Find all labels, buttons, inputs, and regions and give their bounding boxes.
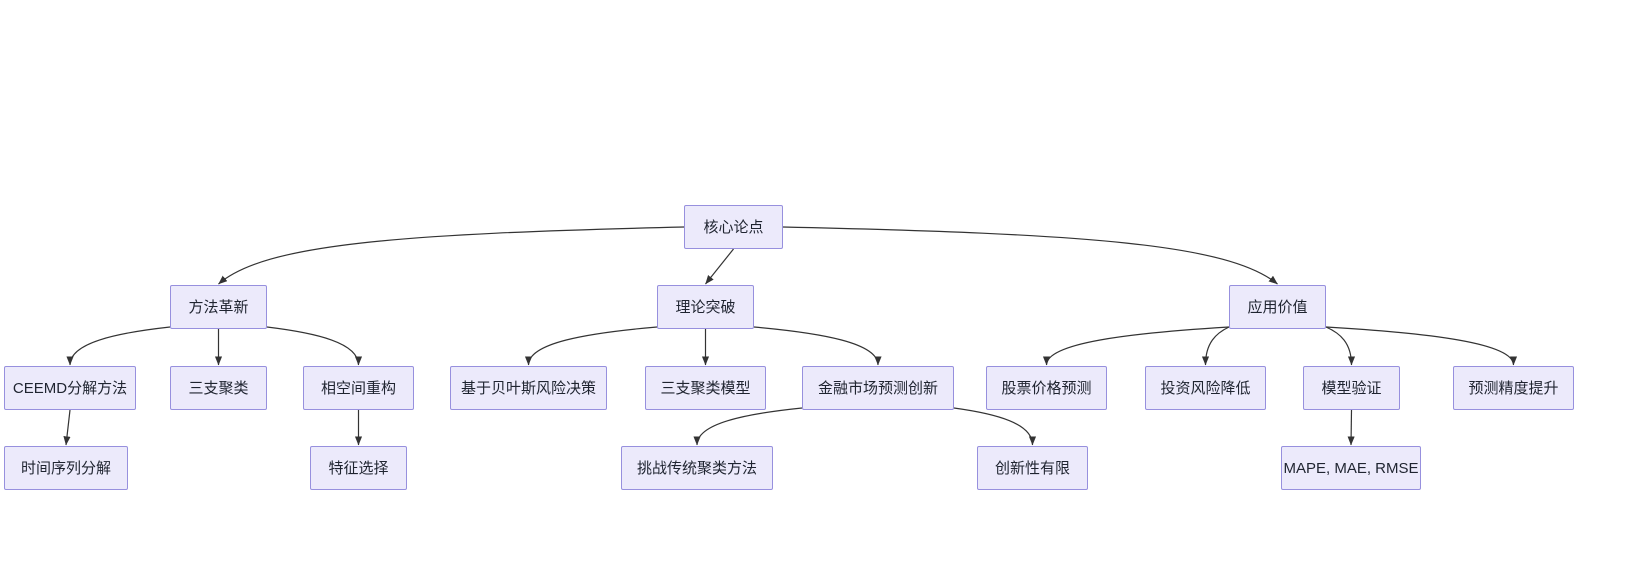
node-label: 金融市场预测创新 xyxy=(817,379,938,397)
node-label: 创新性有限 xyxy=(994,459,1070,477)
node-n3a[interactable]: CEEMD分解方法 xyxy=(4,366,136,410)
node-label: 时间序列分解 xyxy=(20,459,111,477)
node-n3f[interactable]: 金融市场预测创新 xyxy=(802,366,954,410)
node-label: 股票价格预测 xyxy=(1001,379,1092,397)
node-n4e[interactable]: MAPE, MAE, RMSE xyxy=(1281,446,1421,490)
node-n2a[interactable]: 方法革新 xyxy=(170,285,267,329)
node-n3e[interactable]: 三支聚类模型 xyxy=(645,366,766,410)
node-label: 挑战传统聚类方法 xyxy=(636,459,757,477)
node-n4b[interactable]: 特征选择 xyxy=(310,446,407,490)
node-label: CEEMD分解方法 xyxy=(12,379,128,397)
node-label: 相空间重构 xyxy=(320,379,396,397)
node-n3i[interactable]: 模型验证 xyxy=(1303,366,1400,410)
node-label: 三支聚类模型 xyxy=(660,379,751,397)
node-label: MAPE, MAE, RMSE xyxy=(1283,459,1419,477)
node-n2c[interactable]: 应用价值 xyxy=(1229,285,1326,329)
edge-n2c-to-n3i xyxy=(1325,326,1356,366)
node-label: 基于贝叶斯风险决策 xyxy=(460,379,596,397)
node-n4c[interactable]: 挑战传统聚类方法 xyxy=(621,446,773,490)
node-label: 理论突破 xyxy=(675,298,736,316)
edge-n2a-to-n3a xyxy=(66,326,171,366)
node-n2b[interactable]: 理论突破 xyxy=(657,285,754,329)
node-root[interactable]: 核心论点 xyxy=(684,205,783,249)
edge-n2b-to-n3f xyxy=(753,326,882,366)
node-n3h[interactable]: 投资风险降低 xyxy=(1145,366,1266,410)
edge-root-to-n2a xyxy=(218,226,685,285)
node-n4d[interactable]: 创新性有限 xyxy=(977,446,1088,490)
edge-n2c-to-n3j xyxy=(1325,326,1518,366)
node-label: 预测精度提升 xyxy=(1468,379,1559,397)
edge-root-to-n2b xyxy=(705,248,734,285)
edge-n2a-to-n3c xyxy=(266,326,363,366)
edge-n2b-to-n3d xyxy=(524,326,658,366)
node-n3b[interactable]: 三支聚类 xyxy=(170,366,267,410)
edge-n3f-to-n4c xyxy=(693,407,803,446)
node-label: 应用价值 xyxy=(1247,298,1308,316)
edge-root-to-n2c xyxy=(782,226,1278,285)
edge-n3i-to-n4e xyxy=(1347,409,1355,446)
node-label: 特征选择 xyxy=(328,459,389,477)
node-label: 方法革新 xyxy=(188,298,249,316)
node-n3c[interactable]: 相空间重构 xyxy=(303,366,414,410)
edge-n2c-to-n3h xyxy=(1201,326,1230,366)
edge-n2c-to-n3g xyxy=(1042,326,1230,366)
node-label: 核心论点 xyxy=(703,218,764,236)
node-label: 模型验证 xyxy=(1321,379,1382,397)
node-label: 三支聚类 xyxy=(188,379,249,397)
edge-n3a-to-n4a xyxy=(63,409,71,446)
edge-n3f-to-n4d xyxy=(953,407,1037,446)
node-n3g[interactable]: 股票价格预测 xyxy=(986,366,1107,410)
node-n3d[interactable]: 基于贝叶斯风险决策 xyxy=(450,366,607,410)
node-n3j[interactable]: 预测精度提升 xyxy=(1453,366,1574,410)
node-n4a[interactable]: 时间序列分解 xyxy=(4,446,128,490)
node-label: 投资风险降低 xyxy=(1160,379,1251,397)
